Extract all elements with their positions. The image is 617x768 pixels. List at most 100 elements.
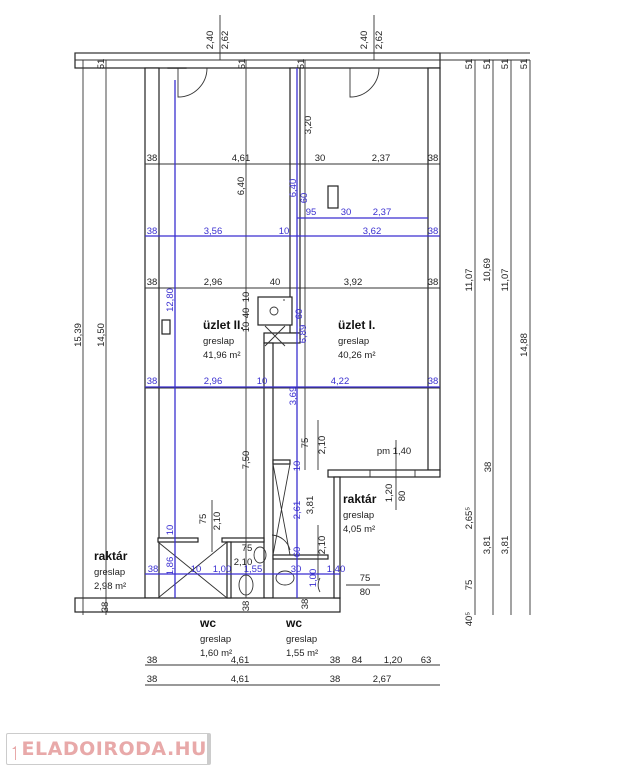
dim-blue: 10 bbox=[191, 564, 202, 575]
dim: 38 bbox=[300, 599, 311, 610]
dim: 2,10 bbox=[234, 557, 253, 568]
room-uzlet-1: üzlet I. greslap 40,26 m² bbox=[338, 318, 376, 361]
dim: 51 bbox=[500, 59, 511, 70]
dim: 75 bbox=[300, 438, 311, 449]
dim-blue: 1,40 bbox=[327, 564, 346, 575]
dim: 14,88 bbox=[519, 333, 530, 357]
room-area: 1,55 m² bbox=[286, 648, 318, 659]
doors bbox=[157, 67, 380, 599]
dim-blue: 60 bbox=[299, 193, 310, 204]
dim: 3,92 bbox=[344, 277, 363, 288]
dim-blue: 1,00 bbox=[308, 569, 319, 588]
dim: 51 bbox=[482, 59, 493, 70]
dim: 38 bbox=[100, 602, 111, 613]
walls bbox=[74, 52, 530, 613]
dim: 10,69 bbox=[482, 258, 493, 282]
dim: 10 bbox=[241, 322, 252, 333]
room-name: wc bbox=[199, 616, 216, 630]
dim-blue: 2,37 bbox=[373, 207, 392, 218]
room-floor: greslap bbox=[343, 510, 374, 521]
dim: 3,81 bbox=[500, 536, 511, 555]
dim: 2,62 bbox=[374, 31, 385, 50]
room-area: 41,96 m² bbox=[203, 350, 241, 361]
dim-blue: 30 bbox=[291, 564, 302, 575]
blue-dimension-labels: 12,80 6,40 60 95 30 2,37 38 3,56 10 3,62… bbox=[147, 179, 439, 588]
dim-blue: 38 bbox=[428, 226, 439, 237]
dim-blue: 10 bbox=[257, 376, 268, 387]
dim-blue: 6,89 bbox=[298, 325, 309, 344]
room-name: üzlet I. bbox=[338, 318, 375, 332]
dim: 3,81 bbox=[305, 496, 316, 515]
dim: 4,61 bbox=[231, 674, 250, 685]
room-floor: greslap bbox=[338, 336, 369, 347]
dim: 2,65⁵ bbox=[464, 507, 475, 529]
room-raktar-right: raktár greslap 4,05 m² bbox=[343, 492, 377, 535]
dim-blue: 60 bbox=[294, 309, 305, 320]
dim: 3,81 bbox=[482, 536, 493, 555]
dim: 38 bbox=[428, 277, 439, 288]
dim: 38 bbox=[428, 153, 439, 164]
dim: 38 bbox=[330, 655, 341, 666]
dim: 15,39 bbox=[73, 323, 84, 347]
dim: 2,37 bbox=[372, 153, 391, 164]
room-uzlet-2: üzlet II. greslap 41,96 m² bbox=[203, 318, 244, 361]
dim-blue: 4,22 bbox=[331, 376, 350, 387]
dim-blue: 38 bbox=[148, 564, 159, 575]
dim-blue: 10 bbox=[165, 525, 176, 536]
room-area: 1,60 m² bbox=[200, 648, 232, 659]
dim: 40 bbox=[270, 277, 281, 288]
room-wc-1: wc greslap 1,60 m² bbox=[199, 616, 232, 659]
dim-blue: 38 bbox=[147, 376, 158, 387]
house-icon bbox=[12, 746, 16, 760]
dim-blue: 10 bbox=[279, 226, 290, 237]
dim: 40 bbox=[241, 308, 252, 319]
dim: 2,96 bbox=[204, 277, 223, 288]
dim: 80 bbox=[360, 587, 371, 598]
dim: 84 bbox=[352, 655, 363, 666]
dim: pm 1,40 bbox=[377, 446, 411, 457]
dim: 2,10 bbox=[317, 536, 328, 555]
dim-blue: 3,56 bbox=[204, 226, 223, 237]
dim: 75 bbox=[464, 580, 475, 591]
dim: 2,10 bbox=[212, 512, 223, 531]
blue-dimension-lines bbox=[145, 68, 440, 598]
room-floor: greslap bbox=[200, 634, 231, 645]
dim: 1,20 bbox=[384, 484, 395, 503]
dim: 38 bbox=[147, 655, 158, 666]
room-area: 4,05 m² bbox=[343, 524, 375, 535]
room-raktar-left: raktár greslap 2,98 m² bbox=[94, 549, 128, 592]
dim: 2,67 bbox=[373, 674, 392, 685]
dimension-labels: 2,40 2,62 2,40 2,62 51 51 51 51 51 51 51… bbox=[73, 31, 530, 685]
dim: 38 bbox=[241, 601, 252, 612]
watermark-text: ELADOIRODA.HU bbox=[21, 738, 207, 760]
dim: 51 bbox=[464, 59, 475, 70]
dim: 11,07 bbox=[500, 268, 511, 291]
dim-blue: 1,55 bbox=[244, 564, 263, 575]
room-area: 40,26 m² bbox=[338, 350, 376, 361]
room-name: raktár bbox=[94, 549, 128, 563]
dim-blue: 95 bbox=[306, 207, 317, 218]
room-name: üzlet II. bbox=[203, 318, 244, 332]
dim: 30 bbox=[315, 153, 326, 164]
dim: 80 bbox=[397, 491, 408, 502]
watermark-logo: ELADOIRODA.HU bbox=[6, 733, 211, 765]
dim-blue: 1,86 bbox=[165, 557, 176, 576]
dim-blue: 2,96 bbox=[204, 376, 223, 387]
dim-blue: 10 bbox=[292, 461, 303, 472]
dim: 51 bbox=[237, 59, 248, 70]
dim: 38 bbox=[147, 153, 158, 164]
dim: 38 bbox=[147, 674, 158, 685]
dim-blue: 12,80 bbox=[165, 288, 176, 312]
dim: 11,07 bbox=[464, 268, 475, 291]
dim-blue: 2,61 bbox=[292, 501, 303, 520]
dim: 63 bbox=[421, 655, 432, 666]
dimension-lines bbox=[82, 15, 531, 686]
room-name: raktár bbox=[343, 492, 377, 506]
dim: 75 bbox=[242, 543, 253, 554]
dim: 2,62 bbox=[220, 31, 231, 50]
dim: 10 bbox=[241, 292, 252, 303]
dim: 3,20 bbox=[303, 116, 314, 135]
dim: 38 bbox=[330, 674, 341, 685]
dim: 38 bbox=[483, 462, 494, 473]
